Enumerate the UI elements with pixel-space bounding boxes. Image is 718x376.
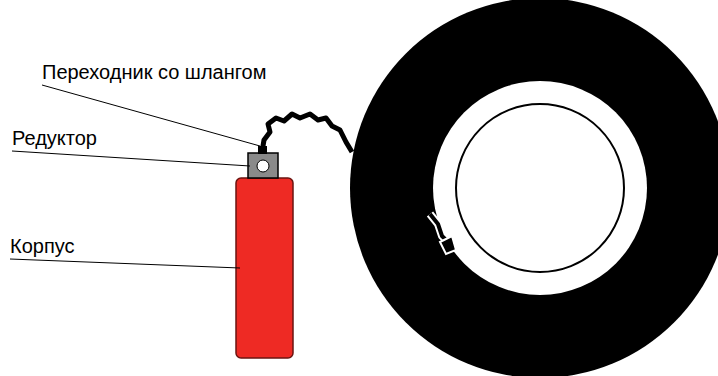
part-label: Корпус [10,235,75,257]
hose-adapter [258,146,267,154]
reducer-knob [257,160,269,172]
part-label: Редуктор [12,127,97,149]
valve-nipple [440,236,456,254]
leader-line [12,151,250,166]
reducer [248,153,278,178]
cylinder-body [236,178,293,358]
rim-opening [433,81,647,295]
leader-line [10,259,240,268]
hose [262,114,352,152]
part-label: Переходник со шлангом [42,61,266,83]
tire [350,0,718,376]
rim [456,104,624,272]
